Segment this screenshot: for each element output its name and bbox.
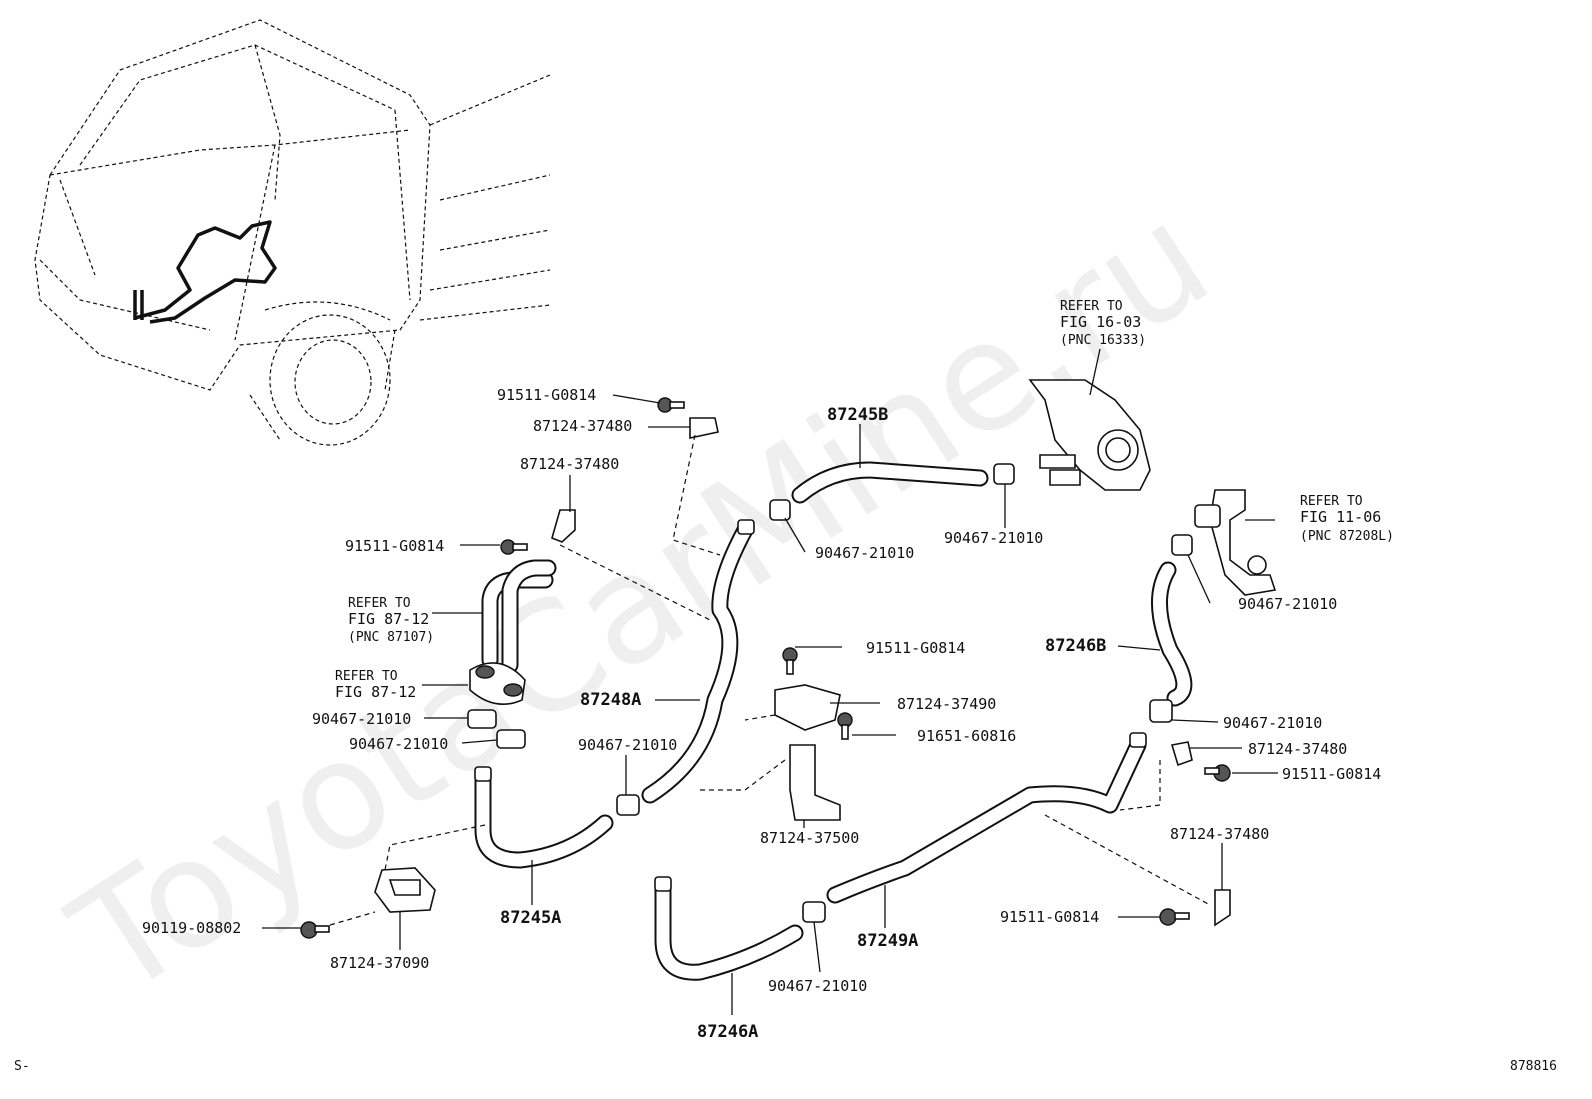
label-87124-37480: 87124-37480 — [1248, 740, 1347, 758]
leader-lines — [262, 348, 1278, 1015]
svg-text:FIG 87-12: FIG 87-12 — [335, 683, 416, 701]
label-90467-21010: 90467-21010 — [578, 736, 677, 754]
label-87124-37480: 87124-37480 — [1170, 825, 1269, 843]
label-87245A: 87245A — [500, 908, 561, 928]
label-91511-G0814: 91511-G0814 — [866, 639, 965, 657]
wire-harness-highlight — [133, 220, 277, 324]
hose-87248A — [641, 521, 754, 804]
svg-text:REFER TO: REFER TO — [335, 669, 398, 684]
vehicle-outline — [34, 19, 551, 446]
heater-pipes — [481, 559, 557, 674]
hose-87245A — [474, 766, 614, 869]
refer-note-16-03: REFER TO FIG 16-03 (PNC 16333) — [1060, 299, 1146, 348]
svg-text:FIG 16-03: FIG 16-03 — [1060, 313, 1141, 331]
label-87248A: 87248A — [580, 690, 641, 710]
water-valve — [1194, 489, 1277, 596]
hose-87249A — [826, 736, 1147, 904]
water-outlet — [1028, 379, 1151, 491]
figure-number: 878816 — [1510, 1059, 1557, 1074]
label-91511-G0814: 91511-G0814 — [497, 386, 596, 404]
clamp-icon — [467, 463, 1193, 923]
label-90467-21010: 90467-21010 — [944, 529, 1043, 547]
label-90467-21010: 90467-21010 — [349, 735, 448, 753]
hose-end-icon — [474, 519, 1147, 892]
bolt-icon — [300, 397, 1231, 939]
label-90467-21010: 90467-21010 — [312, 710, 411, 728]
svg-text:(PNC 87107): (PNC 87107) — [348, 630, 434, 645]
svg-text:REFER TO: REFER TO — [1060, 299, 1123, 314]
refer-note-87-12-grommet: REFER TO FIG 87-12 — [335, 669, 416, 701]
hose-87246B — [1151, 561, 1193, 707]
refer-note-87-12-pipe: REFER TO FIG 87-12 (PNC 87107) — [348, 596, 434, 645]
label-87245B: 87245B — [827, 405, 888, 425]
label-90467-21010: 90467-21010 — [1238, 595, 1337, 613]
svg-text:FIG 11-06: FIG 11-06 — [1300, 508, 1381, 526]
label-91511-G0814: 91511-G0814 — [1282, 765, 1381, 783]
hose-87246A — [654, 876, 804, 981]
label-87249A: 87249A — [857, 931, 918, 951]
label-90467-21010: 90467-21010 — [768, 977, 867, 995]
svg-text:(PNC 87208L): (PNC 87208L) — [1300, 529, 1394, 544]
grommet — [469, 662, 526, 706]
hose-clip-icon — [551, 417, 1231, 927]
label-90119-08802: 90119-08802 — [142, 919, 241, 937]
label-87246B: 87246B — [1045, 636, 1106, 656]
refer-note-11-06: REFER TO FIG 11-06 (PNC 87208L) — [1300, 494, 1394, 544]
svg-text:REFER TO: REFER TO — [348, 596, 411, 611]
lower-left-bracket — [374, 867, 436, 913]
label-87124-37480: 87124-37480 — [520, 455, 619, 473]
corner-mark: S- — [14, 1059, 30, 1074]
svg-text:FIG 87-12: FIG 87-12 — [348, 610, 429, 628]
svg-text:REFER TO: REFER TO — [1300, 494, 1363, 509]
svg-text:(PNC 16333): (PNC 16333) — [1060, 333, 1146, 348]
label-87124-37090: 87124-37090 — [330, 954, 429, 972]
label-87124-37480: 87124-37480 — [533, 417, 632, 435]
hose-87245B — [791, 461, 989, 504]
label-90467-21010: 90467-21010 — [815, 544, 914, 562]
label-91651-60816: 91651-60816 — [917, 727, 1016, 745]
label-87124-37500: 87124-37500 — [760, 829, 859, 847]
label-87246A: 87246A — [697, 1022, 758, 1042]
label-91511-G0814: 91511-G0814 — [1000, 908, 1099, 926]
label-91511-G0814: 91511-G0814 — [345, 537, 444, 555]
assembly-lines — [329, 434, 1211, 926]
label-90467-21010: 90467-21010 — [1223, 714, 1322, 732]
label-87124-37490: 87124-37490 — [897, 695, 996, 713]
center-bracket — [774, 684, 841, 821]
